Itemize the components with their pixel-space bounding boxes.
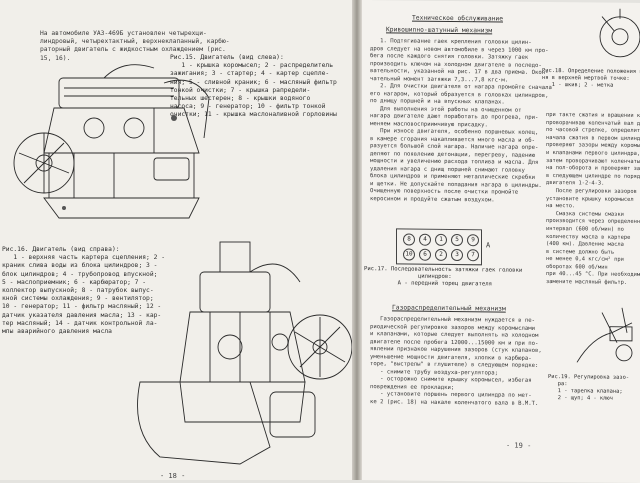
bolt-order-6: 10 — [403, 248, 415, 261]
crank-mechanism-text: 1. Подтягивание гаек крепления головки ц… — [370, 38, 552, 203]
valve-clearance-adjust-illustration — [576, 307, 633, 363]
bolt-order-5: 9 — [467, 234, 479, 247]
valve-mechanism-text: Газораспределительный механизм нуждается… — [370, 316, 542, 407]
section-heading-maintenance: Техническое обслуживание — [412, 14, 503, 23]
fig15-caption: Рис.15. Двигатель (вид слева): 1 - крышк… — [170, 54, 337, 119]
engine-right-view-illustration — [137, 241, 353, 465]
left-page: На автомобиле УАЗ-469Б установлен четыре… — [0, 0, 372, 480]
fig18-caption: Рис.18. Определение положения порш- ня в… — [542, 67, 640, 89]
subsection-heading-valve: Газораспределительный механизм — [392, 304, 506, 313]
fig19-caption: Рис.19. Регулировка зазо- ра: 1 - тарелк… — [548, 374, 630, 402]
fig16-caption: Рис.16. Двигатель (вид справа): 1 - верх… — [2, 246, 166, 336]
bolt-order-3: 1 — [435, 233, 447, 246]
pulley-tdc-illustration — [599, 8, 640, 58]
right-page-number: - 19 - — [506, 441, 532, 450]
bolt-order-9: 3 — [451, 248, 463, 262]
intro-paragraph: На автомобиле УАЗ-469Б установлен четыре… — [40, 30, 230, 62]
cylinder-head-bolt-diagram: 8 4 1 5 9 10 6 2 3 7 — [396, 228, 482, 266]
bolt-order-7: 6 — [419, 248, 431, 261]
fig17-caption: Рис.17. Последовательность затяжки гаек … — [364, 266, 523, 288]
bolt-order-8: 2 — [435, 248, 447, 261]
bolt-order-10: 7 — [467, 249, 479, 262]
book-spine — [352, 0, 362, 480]
front-end-label: А — [486, 241, 491, 250]
right-page: Техническое обслуживание Кривошипно-шату… — [356, 0, 640, 483]
bolt-order-2: 4 — [419, 233, 431, 246]
engine-left-view-illustration — [13, 64, 210, 219]
subsection-heading-crank: Кривошипно-шатунный механизм — [386, 26, 493, 35]
bolt-order-4: 5 — [451, 233, 463, 247]
bolt-order-1: 8 — [403, 233, 415, 246]
left-page-number: - 18 - — [160, 472, 186, 480]
valve-adjust-continued-text: при такте сжатия и вращении ключом прово… — [546, 111, 640, 286]
